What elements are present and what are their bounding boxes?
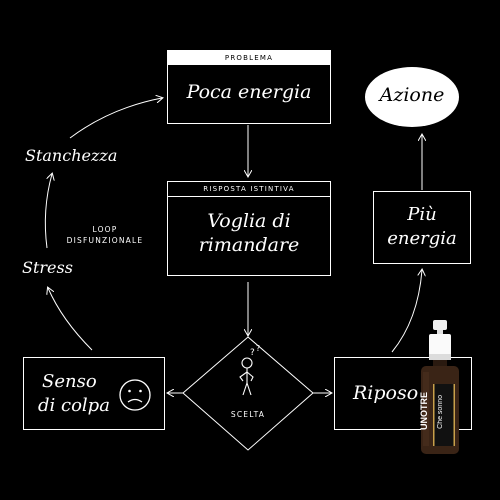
loop-fatigue-label: Stanchezza <box>25 146 118 165</box>
arc-stress-to-fatigue <box>44 174 52 249</box>
action-text: Azione <box>379 84 445 106</box>
arc-fatigue-to-problem <box>69 98 162 139</box>
arc-rest-to-energy <box>391 270 422 353</box>
loop-type-label-line2: DISFUNZIONALE <box>66 236 144 245</box>
guilt-text-line1: Senso <box>42 371 97 392</box>
svg-text:?: ? <box>256 344 260 353</box>
more-energy-line2: energia <box>387 228 457 249</box>
response-box: RISPOSTA ISTINTIVA Voglia di rimandare <box>167 181 331 276</box>
stick-figure-icon: ? ? <box>239 344 260 396</box>
loop-type-label-line1: LOOP <box>92 225 118 234</box>
guilt-box: Senso di colpa <box>23 357 165 430</box>
problem-box: PROBLEMA Poca energia <box>167 50 331 124</box>
product-bottle <box>421 320 459 454</box>
response-text-line2: rimandare <box>198 234 300 256</box>
arc-guilt-to-stress <box>48 288 93 351</box>
more-energy-line1: Più <box>407 204 437 225</box>
svg-text:?: ? <box>250 348 255 358</box>
product-brand: UNOTRE <box>419 392 429 430</box>
problem-header: PROBLEMA <box>168 51 330 65</box>
response-text-line1: Voglia di <box>207 210 291 232</box>
problem-text: Poca energia <box>186 81 312 103</box>
guilt-text-line2: di colpa <box>38 395 110 416</box>
response-header: RISPOSTA ISTINTIVA <box>168 182 330 197</box>
product-name: Che sonno <box>437 395 444 429</box>
sad-face-icon <box>119 379 151 411</box>
loop-stress-label: Stress <box>22 258 73 277</box>
rest-text: Riposo <box>353 382 419 404</box>
action-ellipse <box>365 67 459 127</box>
choice-label: SCELTA <box>230 410 266 419</box>
choice-diamond <box>182 336 314 451</box>
more-energy-box: Più energia <box>373 191 471 264</box>
